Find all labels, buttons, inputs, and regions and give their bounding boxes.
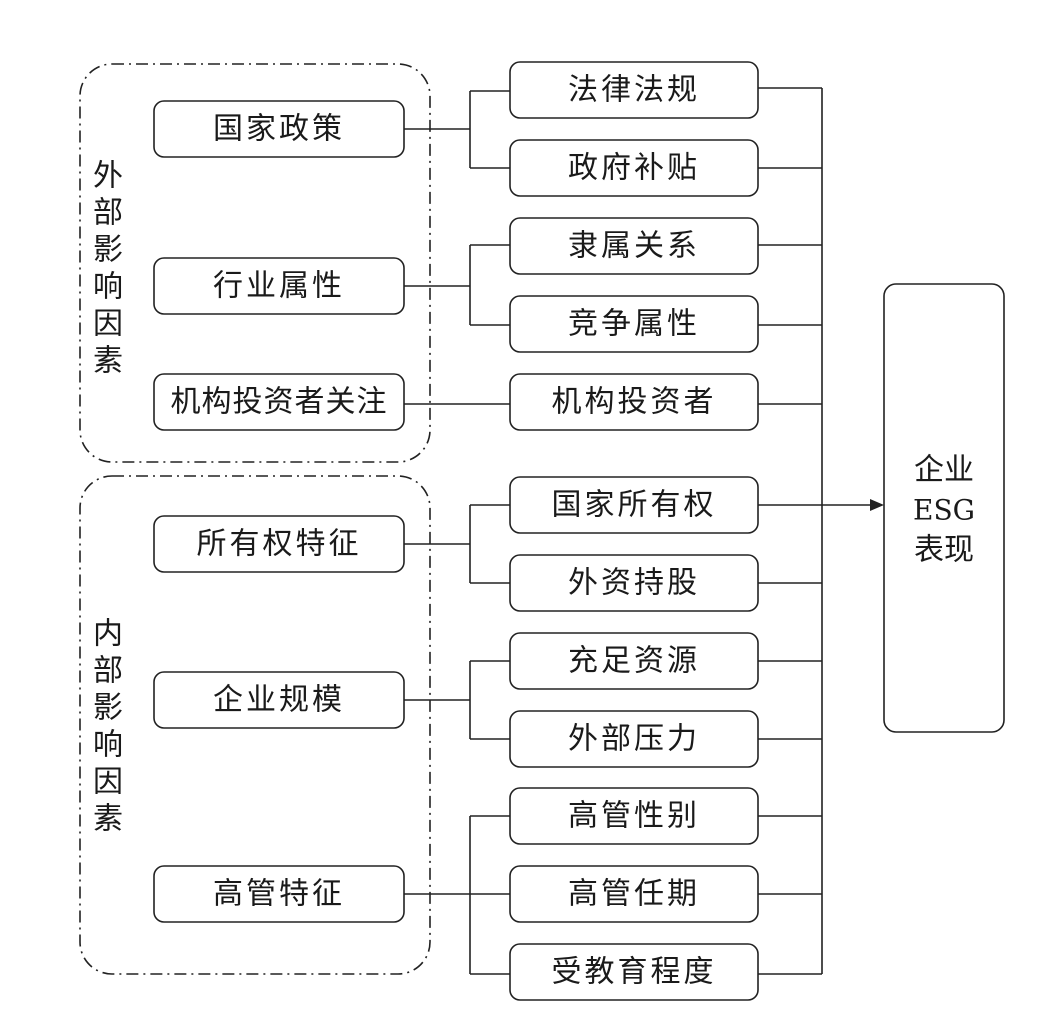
channel-box-foreign-holding: 外资持股 bbox=[509, 554, 759, 612]
channel-box-competition: 竞争属性 bbox=[509, 295, 759, 353]
factor-box-scale: 企业规模 bbox=[153, 671, 405, 729]
connector-ownership bbox=[404, 504, 510, 584]
channel-box-exec-tenure: 高管任期 bbox=[509, 865, 759, 923]
outcome-label-line2: ESG bbox=[913, 494, 975, 527]
connector-scale bbox=[404, 660, 510, 740]
outcome-label-line1: 企业 bbox=[914, 453, 974, 488]
connector-executive bbox=[404, 815, 510, 975]
outcome-label-line3: 表现 bbox=[914, 533, 974, 568]
factor-box-industry: 行业属性 bbox=[153, 257, 405, 315]
channel-box-laws: 法律法规 bbox=[509, 61, 759, 119]
channel-connectors bbox=[758, 87, 884, 975]
factor-box-investor: 机构投资者关注 bbox=[153, 373, 405, 431]
channel-box-exec-gender: 高管性别 bbox=[509, 787, 759, 845]
factor-label-investor: 机构投资者关注 bbox=[171, 385, 388, 420]
factor-label-industry: 行业属性 bbox=[213, 269, 345, 304]
channel-box-state-ownership: 国家所有权 bbox=[509, 476, 759, 534]
channel-box-inst-investor: 机构投资者 bbox=[509, 373, 759, 431]
channel-label-pressure: 外部压力 bbox=[568, 722, 700, 757]
channel-box-education: 受教育程度 bbox=[509, 943, 759, 1001]
channel-label-state-ownership: 国家所有权 bbox=[552, 488, 717, 523]
factor-box-policy: 国家政策 bbox=[153, 100, 405, 158]
outcome-arrowhead bbox=[870, 499, 884, 511]
outcome-box: 企业 ESG 表现 bbox=[883, 283, 1005, 733]
external-group-char-1: 外 bbox=[93, 159, 123, 194]
internal-group-char-6: 素 bbox=[93, 802, 123, 837]
connector-policy bbox=[404, 90, 510, 169]
channel-links bbox=[758, 87, 822, 975]
internal-factors-frame bbox=[79, 475, 431, 975]
connector-industry bbox=[404, 244, 510, 326]
factor-label-ownership: 所有权特征 bbox=[197, 527, 362, 562]
channel-label-exec-tenure: 高管任期 bbox=[568, 877, 700, 912]
internal-group-char-2: 部 bbox=[93, 654, 123, 689]
channel-label-subsidy: 政府补贴 bbox=[568, 151, 700, 186]
factor-box-executive: 高管特征 bbox=[153, 865, 405, 923]
external-group-char-2: 部 bbox=[93, 196, 123, 231]
external-group-char-5: 因 bbox=[93, 307, 123, 342]
external-group-label: 外 部 影 响 因 素 bbox=[93, 159, 123, 379]
factor-label-executive: 高管特征 bbox=[213, 877, 345, 912]
internal-group-char-3: 影 bbox=[93, 691, 123, 726]
channel-label-inst-investor: 机构投资者 bbox=[552, 385, 717, 420]
channel-label-resources: 充足资源 bbox=[568, 644, 700, 679]
channel-label-competition: 竞争属性 bbox=[568, 307, 700, 342]
internal-group-char-4: 响 bbox=[93, 728, 123, 763]
internal-group-label: 内 部 影 响 因 素 bbox=[93, 617, 123, 837]
internal-group-char-5: 因 bbox=[93, 765, 123, 800]
channel-box-resources: 充足资源 bbox=[509, 632, 759, 690]
internal-group-char-1: 内 bbox=[93, 617, 123, 652]
channel-label-exec-gender: 高管性别 bbox=[568, 799, 700, 834]
external-group-char-3: 影 bbox=[93, 233, 123, 268]
factor-label-policy: 国家政策 bbox=[213, 112, 345, 147]
channel-label-foreign-holding: 外资持股 bbox=[568, 566, 700, 601]
channel-box-pressure: 外部压力 bbox=[509, 710, 759, 768]
channel-label-laws: 法律法规 bbox=[568, 73, 700, 108]
channel-label-education: 受教育程度 bbox=[552, 955, 717, 990]
channel-label-affiliation: 隶属关系 bbox=[568, 229, 700, 264]
factor-connectors bbox=[404, 90, 510, 975]
factor-box-ownership: 所有权特征 bbox=[153, 515, 405, 573]
channel-box-affiliation: 隶属关系 bbox=[509, 217, 759, 275]
external-group-char-6: 素 bbox=[93, 344, 123, 379]
external-group-char-4: 响 bbox=[93, 270, 123, 305]
factor-label-scale: 企业规模 bbox=[213, 683, 345, 718]
channel-box-subsidy: 政府补贴 bbox=[509, 139, 759, 197]
